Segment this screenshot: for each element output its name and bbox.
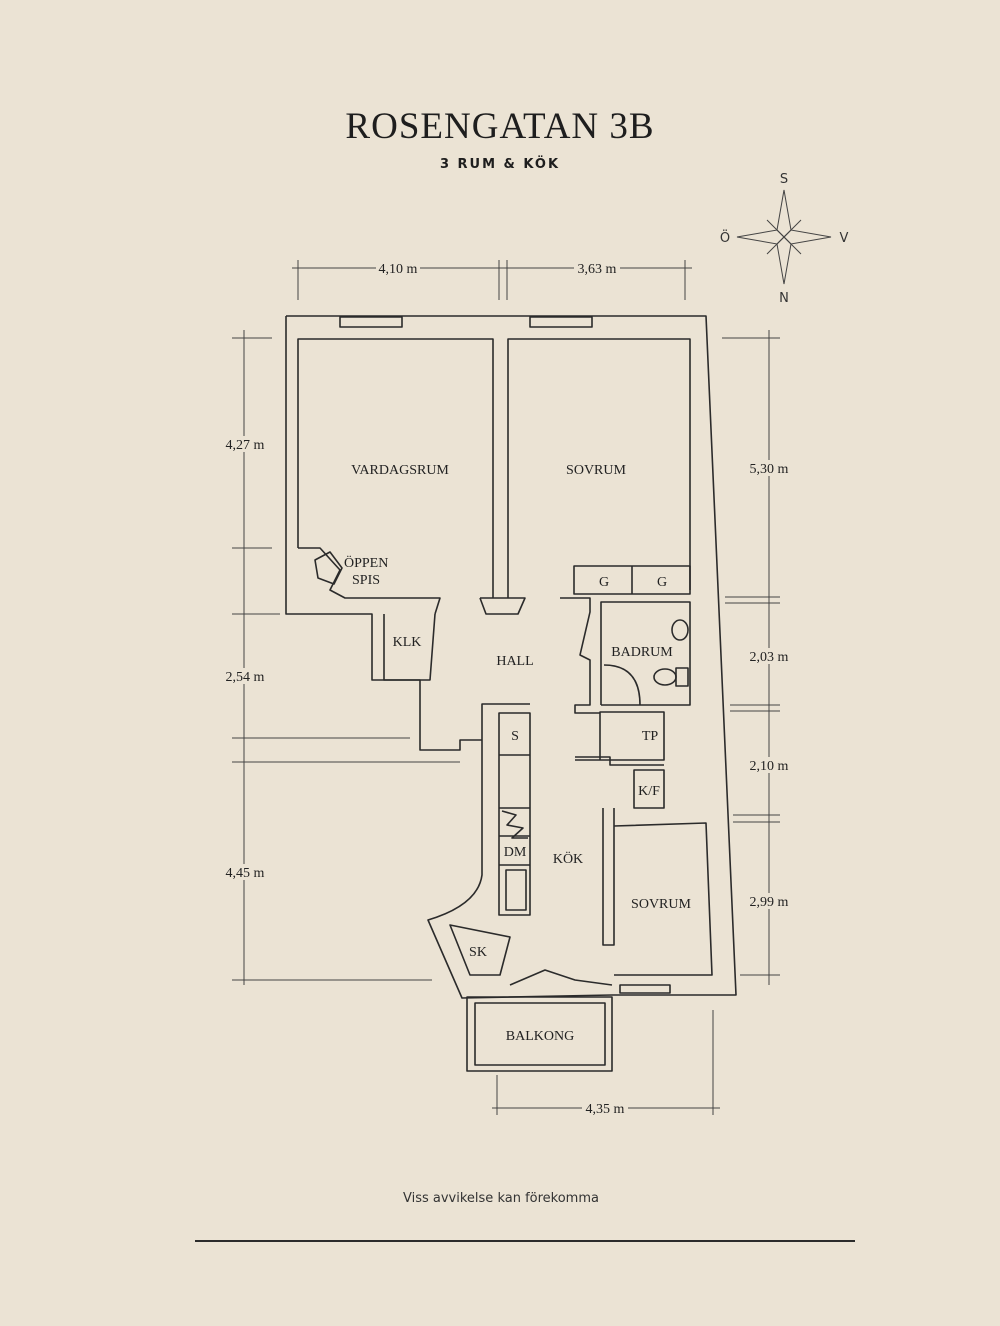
disclaimer-text: Viss avvikelse kan förekomma bbox=[403, 1191, 599, 1206]
room-kok: KÖK bbox=[553, 850, 583, 867]
dimension-left-1: 4,27 m bbox=[226, 438, 265, 453]
dimension-lines bbox=[232, 260, 780, 1115]
room-sk: SK bbox=[469, 945, 487, 960]
room-garderob-1: G bbox=[599, 575, 609, 590]
dimension-right-1: 5,30 m bbox=[750, 462, 789, 477]
compass-north-label: N bbox=[779, 291, 789, 306]
page-subtitle: 3 RUM & KÖK bbox=[440, 156, 560, 172]
room-garderob-2: G bbox=[657, 575, 667, 590]
dimension-right-3: 2,10 m bbox=[750, 759, 789, 774]
dimension-right-4: 2,99 m bbox=[750, 895, 789, 910]
room-tp: TP bbox=[642, 729, 659, 744]
room-klk: KLK bbox=[393, 635, 422, 650]
compass-east-label: Ö bbox=[720, 229, 730, 246]
dimension-top-left: 4,10 m bbox=[379, 262, 418, 277]
room-hall: HALL bbox=[496, 654, 533, 669]
compass-west-label: V bbox=[840, 231, 849, 246]
balcony-outline bbox=[466, 996, 613, 1072]
dimension-left-3: 4,45 m bbox=[226, 866, 265, 881]
room-s: S bbox=[511, 729, 519, 744]
balcony-inner bbox=[474, 1002, 606, 1066]
compass-rose-icon bbox=[736, 189, 832, 285]
page-title: ROSENGATAN 3B bbox=[345, 106, 654, 147]
room-oppen-spis-line2: SPIS bbox=[352, 573, 380, 588]
dimension-top-right: 3,63 m bbox=[578, 262, 617, 277]
dimension-left-2: 2,54 m bbox=[226, 670, 265, 685]
room-balkong: BALKONG bbox=[506, 1029, 574, 1044]
room-vardagsrum: VARDAGSRUM bbox=[351, 463, 449, 478]
compass-south-label: S bbox=[780, 172, 788, 187]
room-oppen-spis-line1: ÖPPEN bbox=[344, 554, 388, 571]
room-sovrum-2: SOVRUM bbox=[631, 897, 691, 912]
room-dm: DM bbox=[504, 845, 527, 860]
room-badrum: BADRUM bbox=[611, 645, 673, 660]
dimension-right-2: 2,03 m bbox=[750, 650, 789, 665]
dimension-bottom: 4,35 m bbox=[586, 1102, 625, 1117]
room-sovrum: SOVRUM bbox=[566, 463, 626, 478]
room-kf: K/F bbox=[638, 784, 660, 799]
floor-plan-walls bbox=[285, 315, 737, 999]
